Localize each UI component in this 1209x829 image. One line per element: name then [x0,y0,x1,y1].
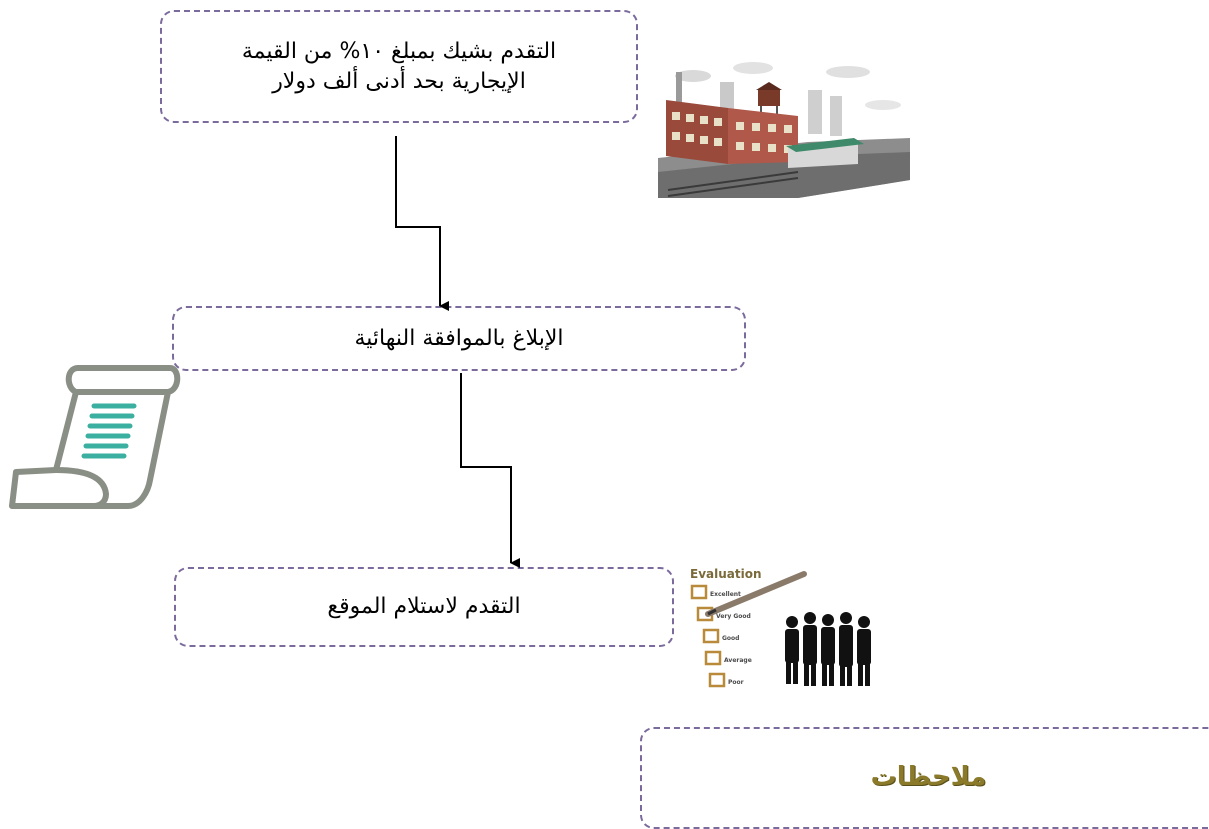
evaluation-option: Excellent [710,591,741,598]
step-text-line-2: الإيجارية بحد أدنى ألف دولار [272,68,526,94]
evaluation-option: Very Good [716,613,751,620]
step-text-line-1: التقدم بشيك بمبلغ ١٠% من القيمة [241,38,557,64]
step-box-site-receipt: التقدم لاستلام الموقع [174,567,674,647]
evaluation-option: Average [724,657,752,664]
document-scroll-icon [9,365,181,509]
connector-arrow-2 [460,373,520,568]
factory-icon [658,62,910,198]
evaluation-checklist-icon: Evaluation Excellent Very Good Good Aver… [690,567,871,688]
evaluation-option: Poor [728,679,744,686]
step-text: التقدم لاستلام الموقع [327,594,521,620]
step-text: الإبلاغ بالموافقة النهائية [354,325,564,351]
step-box-cheque-payment: التقدم بشيك بمبلغ ١٠% من القيمة الإيجاري… [160,10,638,123]
evaluation-title: Evaluation [690,567,762,581]
evaluation-option: Good [722,635,739,642]
step-box-final-approval: الإبلاغ بالموافقة النهائية [172,306,746,371]
notes-title: ملاحظات [870,762,987,793]
connector-arrow-1 [395,136,449,311]
